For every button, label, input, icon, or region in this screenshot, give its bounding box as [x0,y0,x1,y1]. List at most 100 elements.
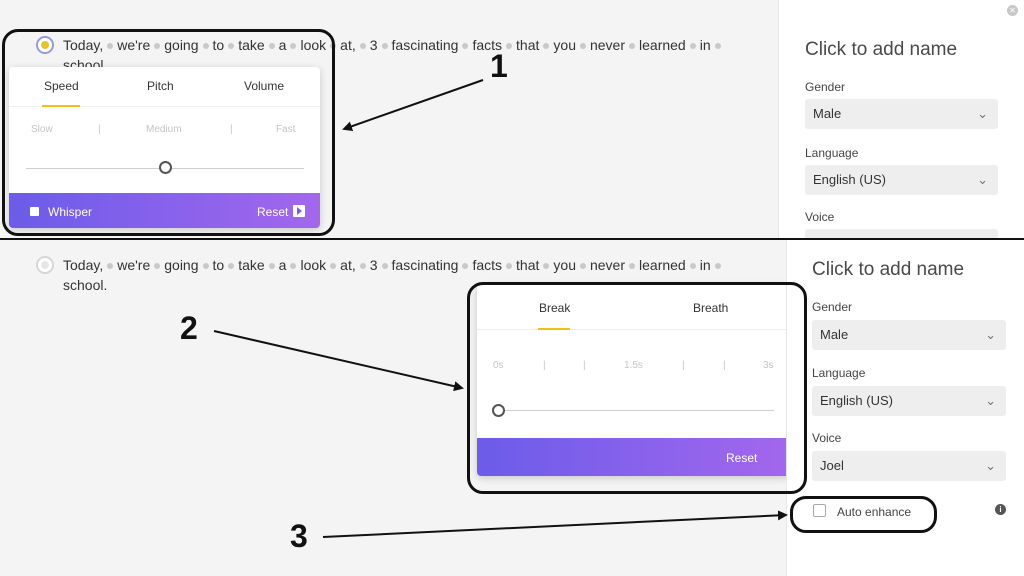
tab-breath[interactable]: Breath [693,301,729,315]
pause-dot[interactable] [506,43,513,50]
voice-select[interactable]: Joel ⌄ [812,451,1006,481]
pause-dot[interactable] [359,263,366,270]
pause-dot[interactable] [154,263,161,270]
pause-dot[interactable] [462,263,469,270]
pause-dot[interactable] [228,263,235,270]
play-icon[interactable] [293,205,305,217]
pause-dot[interactable] [359,43,366,50]
pause-dot[interactable] [330,263,337,270]
sentence-word[interactable]: going [164,37,199,53]
break-slider-track[interactable] [498,410,774,411]
sentence-word[interactable]: take [238,257,265,273]
pause-dot[interactable] [462,43,469,50]
auto-enhance-label: Auto enhance [837,505,912,519]
sentence-word[interactable]: to [212,257,225,273]
pause-dot[interactable] [689,263,696,270]
tab-speed[interactable]: Speed [44,79,79,93]
sentence-word[interactable]: at, [340,37,356,53]
language-select[interactable]: English (US) ⌄ [805,165,998,195]
pause-dot[interactable] [268,263,275,270]
scale-label-slow: Slow [31,124,53,135]
sentence-word[interactable]: a [278,37,287,53]
sentence-word[interactable]: fascinating [391,257,459,273]
popup-tabs: Break Breath [477,284,790,330]
pause-dot[interactable] [228,43,235,50]
name-field[interactable]: Click to add name [812,259,965,280]
sentence-word[interactable]: that [516,257,540,273]
pause-dot[interactable] [714,43,721,50]
gender-value: Male [820,327,849,342]
language-value: English (US) [813,172,886,187]
sentence-word[interactable]: learned [639,257,686,273]
sentence-word[interactable]: we're [117,257,151,273]
pause-dot[interactable] [290,263,297,270]
pause-dot[interactable] [290,43,297,50]
info-icon[interactable]: i [995,504,1006,515]
chevron-down-icon: ⌄ [985,327,996,342]
pause-dot[interactable] [629,43,636,50]
gender-select[interactable]: Male ⌄ [805,99,998,129]
tab-pitch[interactable]: Pitch [147,79,174,93]
sentence-word[interactable]: facts [472,257,503,273]
sentence-word[interactable]: school. [63,277,108,293]
sentence-word[interactable]: 3 [369,37,378,53]
pause-dot[interactable] [107,43,114,50]
sentence-word[interactable]: learned [639,37,686,53]
auto-enhance-checkbox[interactable] [813,504,826,517]
pause-dot[interactable] [154,43,161,50]
sentence-word[interactable]: going [164,257,199,273]
pause-dot[interactable] [202,43,209,50]
sentence-word[interactable]: that [516,37,540,53]
voice-select[interactable] [805,229,998,238]
reset-button[interactable]: Reset [726,451,758,465]
sentence-word[interactable]: to [212,37,225,53]
sentence-word[interactable]: never [589,257,626,273]
sentence-word[interactable]: we're [117,37,151,53]
pause-dot[interactable] [268,43,275,50]
pause-dot[interactable] [107,263,114,270]
sentence-word[interactable]: never [589,37,626,53]
gender-value: Male [813,106,842,121]
sentence-word[interactable]: facts [472,37,503,53]
word-settings-icon[interactable] [36,256,54,274]
sentence-word[interactable]: Today, [63,37,104,53]
tab-volume[interactable]: Volume [244,79,285,93]
tab-break[interactable]: Break [539,301,571,315]
scale-label-0s: 0s [493,360,504,371]
pause-dot[interactable] [381,263,388,270]
pause-dot[interactable] [543,43,550,50]
sentence-word[interactable]: fascinating [391,37,459,53]
break-slider-knob[interactable] [492,404,505,417]
close-icon[interactable]: ✕ [1007,5,1018,16]
pause-dot[interactable] [579,43,586,50]
sentence-word[interactable]: take [238,37,265,53]
voice-settings-sidebar: ✕ Click to add name Gender Male ⌄ Langua… [778,0,1024,238]
name-field[interactable]: Click to add name [805,39,958,60]
sentence-word[interactable]: a [278,257,287,273]
sentence-word[interactable]: you [553,257,576,273]
sentence-word[interactable]: 3 [369,257,378,273]
language-select[interactable]: English (US) ⌄ [812,386,1006,416]
pause-dot[interactable] [689,43,696,50]
word-settings-icon[interactable] [36,36,54,54]
sentence-word[interactable]: at, [340,257,356,273]
reset-button[interactable]: Reset [257,205,289,219]
sentence-word[interactable]: you [553,37,576,53]
sentence-word[interactable]: Today, [63,257,104,273]
whisper-checkbox[interactable] [30,207,39,216]
pause-dot[interactable] [629,263,636,270]
annotation-number-3: 3 [290,518,308,554]
pause-dot[interactable] [202,263,209,270]
speed-slider-knob[interactable] [159,161,172,174]
sentence-word[interactable]: look [300,257,327,273]
pause-dot[interactable] [579,263,586,270]
pause-dot[interactable] [506,263,513,270]
pause-dot[interactable] [714,263,721,270]
pause-dot[interactable] [543,263,550,270]
pause-dot[interactable] [381,43,388,50]
gender-select[interactable]: Male ⌄ [812,320,1006,350]
chevron-down-icon: ⌄ [977,172,988,187]
sentence-word[interactable]: in [699,257,711,273]
sentence-word[interactable]: in [699,37,711,53]
scale-tick: | [682,360,685,371]
